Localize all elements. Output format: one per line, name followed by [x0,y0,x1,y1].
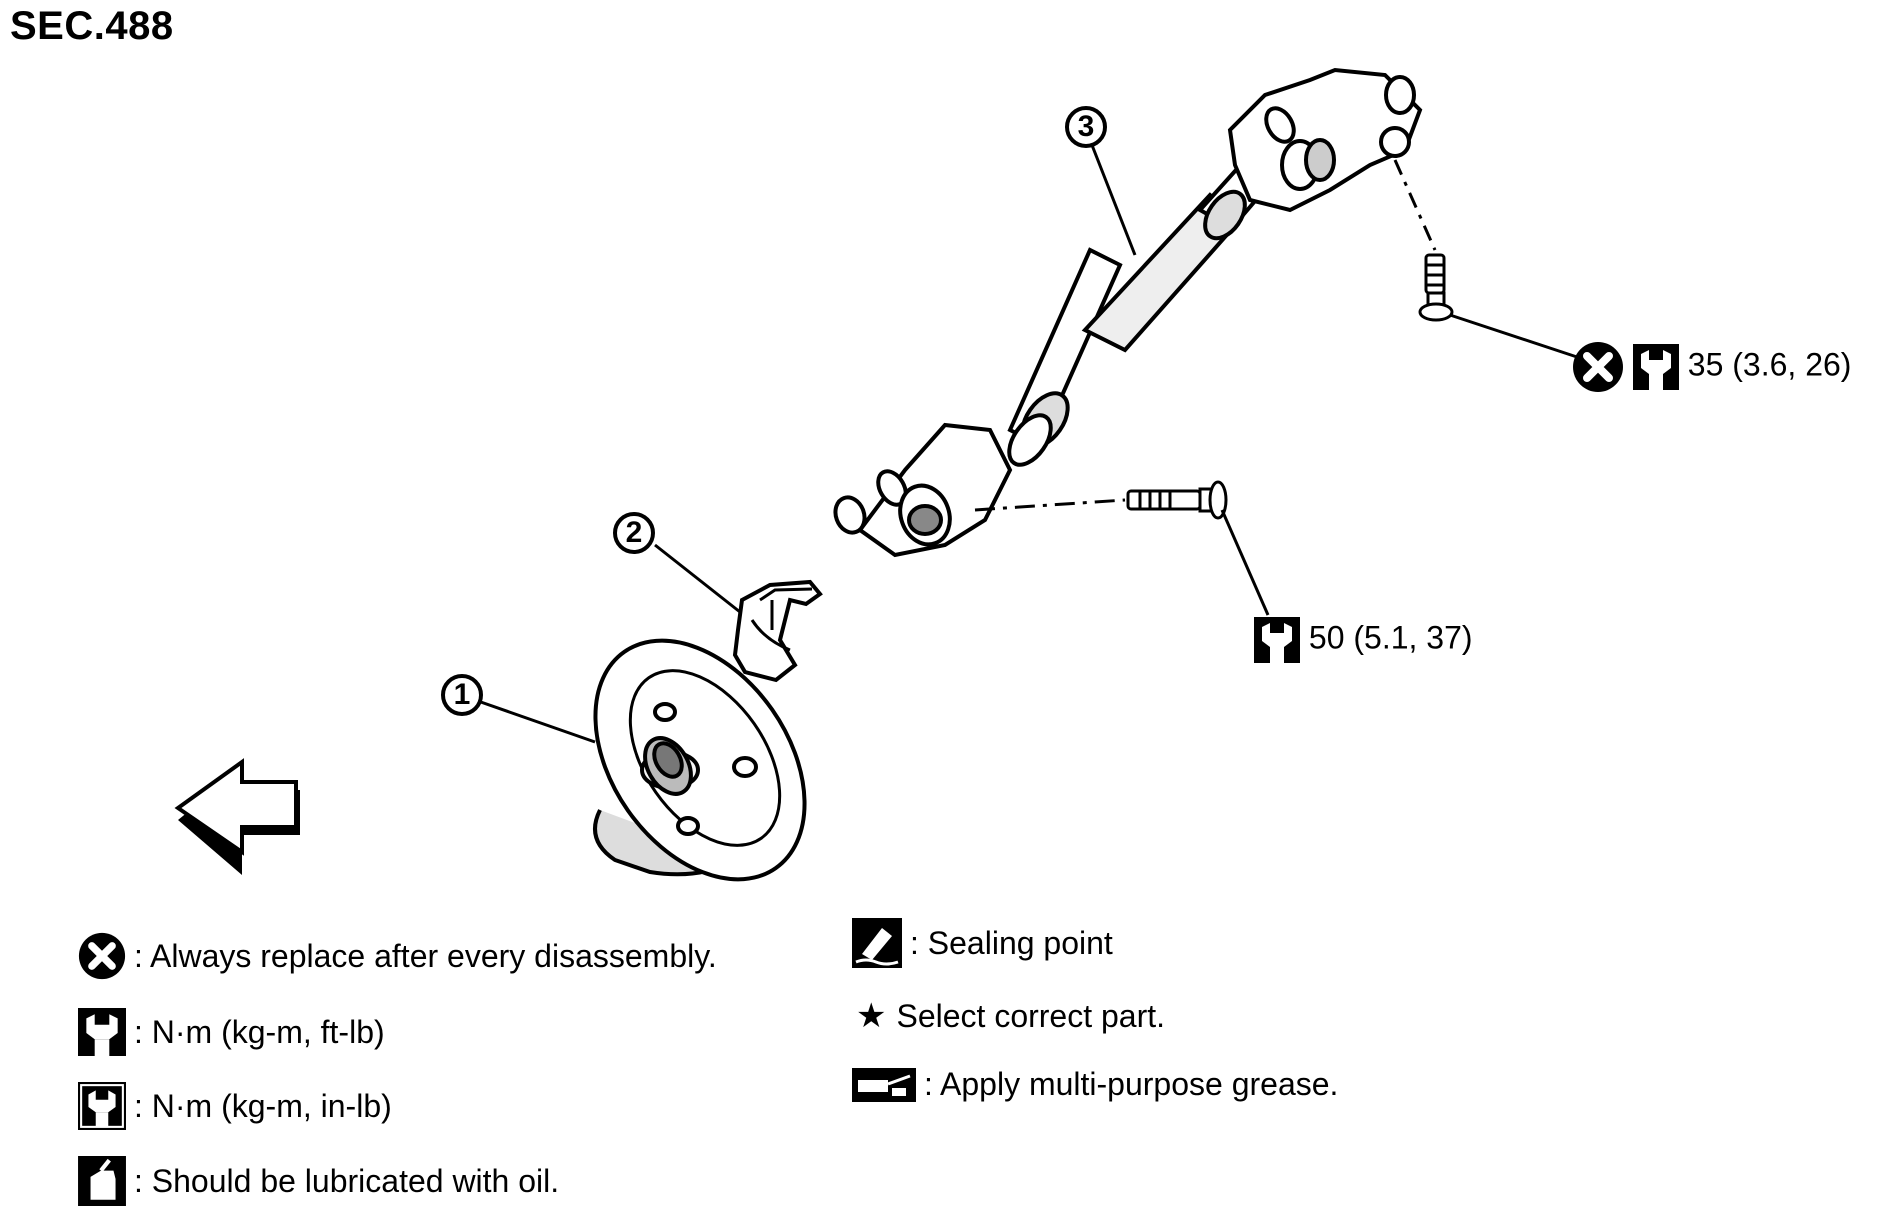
grease-gun-icon [852,1067,916,1102]
legend-apply-grease: : Apply multi-purpose grease. [852,1066,1338,1103]
legend-sealing-point-text: : Sealing point [910,924,1113,961]
upper-bolt [1393,159,1454,322]
lower-bolt-torque-value: 50 (5.1, 37) [1308,619,1473,656]
callout-2: 2 [613,512,655,554]
sealing-point-icon [852,918,902,968]
x-circle-icon [1573,342,1623,392]
section-code: SEC.488 [10,4,174,48]
upper-bolt-torque-spec: 35 (3.6, 26) [1572,341,1851,393]
hole-cover-part [593,638,807,882]
torque-wrench-icon [78,1008,126,1056]
legend-apply-grease-text: : Apply multi-purpose grease. [924,1066,1339,1102]
x-circle-icon [78,932,126,980]
callout-1: 1 [441,674,483,716]
upper-bolt-torque-value: 35 (3.6, 26) [1687,346,1852,383]
torque-wrench-icon [1254,617,1300,663]
legend-always-replace-text: : Always replace after every disassembly… [134,937,717,974]
legend-torque-inlb: : N·m (kg-m, in-lb) [78,1082,392,1130]
leader-lines [474,139,1581,744]
legend-torque-ftlb: : N·m (kg-m, ft-lb) [78,1008,385,1056]
clip-part [732,579,823,683]
lower-bolt [974,480,1228,520]
front-arrow-icon [174,758,300,875]
legend-lubricate-oil: : Should be lubricated with oil. [78,1156,559,1206]
legend-select-part: ★ Select correct part. [856,996,1165,1036]
torque-wrench-icon [1632,344,1679,390]
legend-lubricate-oil-text: : Should be lubricated with oil. [134,1162,560,1199]
star-icon: ★ [856,996,887,1036]
callout-3: 3 [1065,106,1107,148]
lower-shaft-assembly [833,67,1423,558]
torque-wrench-icon [78,1082,126,1130]
legend-select-part-text: Select correct part. [896,997,1166,1034]
legend-sealing-point: : Sealing point [852,918,1113,968]
legend-always-replace: : Always replace after every disassembly… [78,932,717,980]
lower-bolt-torque-spec: 50 (5.1, 37) [1254,617,1473,663]
legend-torque-ftlb-text: : N·m (kg-m, ft-lb) [134,1013,385,1050]
legend-torque-inlb-text: : N·m (kg-m, in-lb) [134,1087,392,1124]
oil-can-icon [78,1156,126,1206]
